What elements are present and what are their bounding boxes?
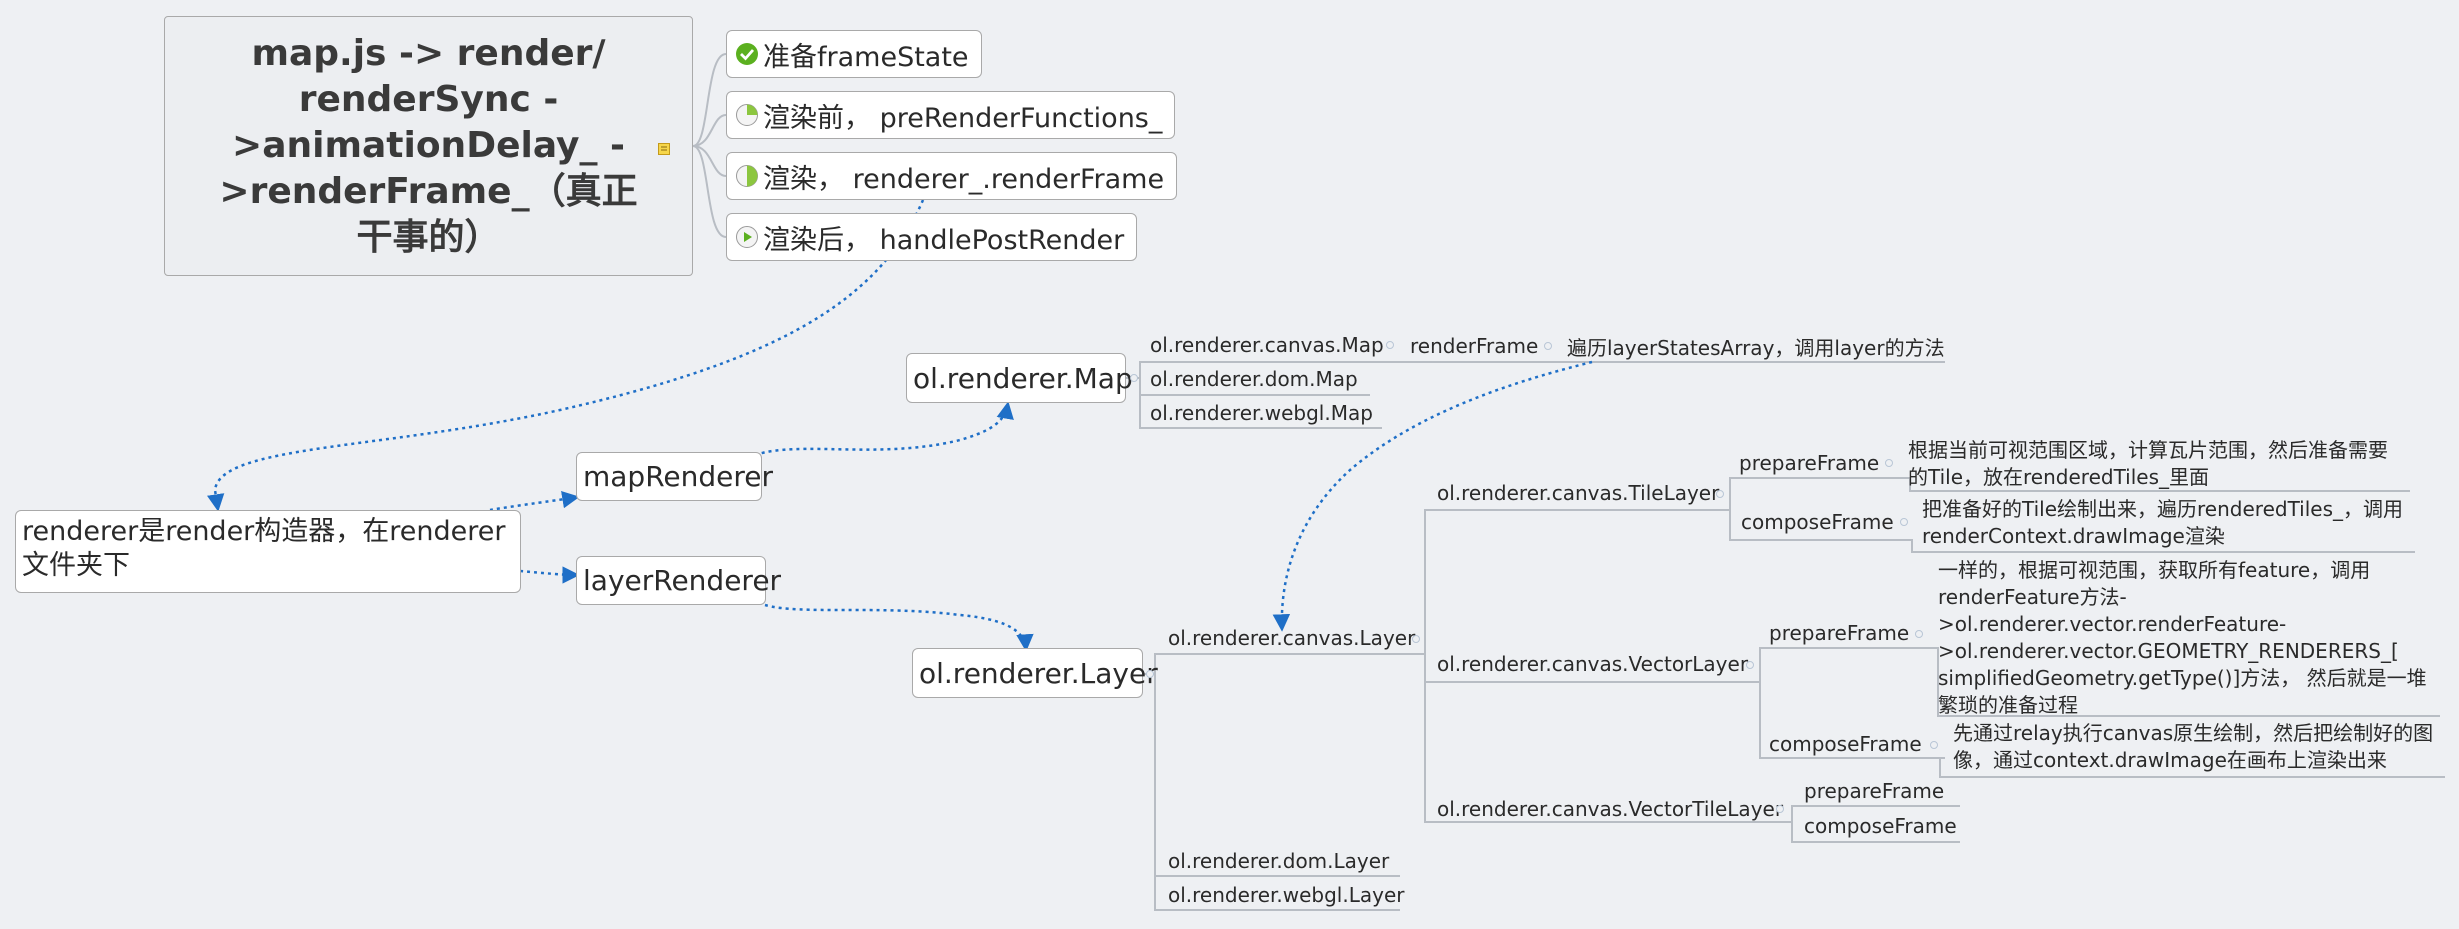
map-renderer-topic[interactable]: mapRenderer bbox=[576, 452, 773, 501]
tile-compose-desc: 把准备好的Tile绘制出来，遍历renderedTiles_，调用 render… bbox=[1922, 497, 2404, 548]
renderframe-to-renderer-relation bbox=[207, 199, 925, 512]
progress-quarter-icon bbox=[736, 104, 758, 126]
vector-tile-compose-label: composeFrame bbox=[1804, 814, 1957, 838]
collapse-toggle[interactable] bbox=[1412, 635, 1420, 643]
vector-compose-label: composeFrame bbox=[1769, 732, 1922, 756]
layer-renderer-topic[interactable]: layerRenderer bbox=[576, 556, 781, 605]
collapse-toggle[interactable] bbox=[1776, 805, 1784, 813]
collapse-toggle[interactable] bbox=[1130, 374, 1138, 382]
tile-prepare-desc: 根据当前可视范围区域，计算瓦片范围，然后准备需要 的Tile，放在rendere… bbox=[1908, 438, 2388, 489]
note-icon[interactable] bbox=[658, 140, 670, 155]
root-step-connector bbox=[692, 53, 727, 147]
ol-renderer-layer-topic[interactable]: ol.renderer.Layer bbox=[912, 648, 1158, 698]
vector-layer-label: ol.renderer.canvas.VectorLayer bbox=[1437, 652, 1749, 676]
render-frame-label: renderFrame bbox=[1410, 334, 1539, 358]
vector-compose-desc: 先通过relay执行canvas原生绘制，然后把绘制好的图 像，通过contex… bbox=[1953, 721, 2434, 772]
root-topic[interactable]: map.js -> render/ renderSync ->animation… bbox=[164, 16, 693, 276]
step-label: 渲染后， handlePostRender bbox=[763, 224, 1125, 256]
root-step-connector bbox=[692, 114, 727, 147]
collapse-toggle[interactable] bbox=[1746, 661, 1754, 669]
layer-renderer-label: layerRenderer bbox=[583, 564, 782, 597]
root-title: map.js -> render/ renderSync ->animation… bbox=[219, 33, 638, 258]
step-pre-render[interactable]: 渲染前， preRenderFunctions_ bbox=[726, 91, 1176, 139]
renderer-label: renderer是render构造器，在renderer文件夹下 bbox=[22, 516, 506, 581]
ol-renderer-layer-label: ol.renderer.Layer bbox=[919, 656, 1158, 690]
collapse-toggle[interactable] bbox=[1930, 741, 1938, 749]
collapse-toggle[interactable] bbox=[1716, 490, 1724, 498]
step-label: 渲染前， preRenderFunctions_ bbox=[763, 102, 1163, 134]
renderer-topic[interactable]: renderer是render构造器，在renderer文件夹下 bbox=[15, 510, 521, 593]
root-step-connector bbox=[692, 145, 727, 238]
collapse-toggle[interactable] bbox=[1885, 459, 1893, 467]
step-post-render[interactable]: 渲染后， handlePostRender bbox=[726, 213, 1138, 261]
dom-map-label: ol.renderer.dom.Map bbox=[1150, 367, 1358, 391]
canvas-layer-label: ol.renderer.canvas.Layer bbox=[1168, 626, 1416, 650]
progress-half-icon bbox=[736, 165, 758, 187]
tile-layer-label: ol.renderer.canvas.TileLayer bbox=[1437, 481, 1720, 505]
ol-renderer-map-topic[interactable]: ol.renderer.Map bbox=[906, 353, 1133, 403]
step-label: 渲染， renderer_.renderFrame bbox=[763, 163, 1165, 195]
vector-prepare-desc: 一样的，根据可视范围，获取所有feature，调用 renderFeature方… bbox=[1938, 558, 2427, 717]
webgl-layer-label: ol.renderer.webgl.Layer bbox=[1168, 883, 1405, 907]
step-render[interactable]: 渲染， renderer_.renderFrame bbox=[726, 152, 1178, 200]
ol-renderer-map-label: ol.renderer.Map bbox=[913, 361, 1133, 395]
renderer-to-layerrenderer-relation bbox=[519, 566, 580, 584]
play-icon bbox=[736, 226, 758, 248]
check-icon bbox=[736, 43, 758, 65]
step-label: 准备frameState bbox=[763, 41, 969, 73]
step-prepare-framestate[interactable]: 准备frameState bbox=[726, 30, 982, 78]
layerstates-to-canvaslayer-relation bbox=[1272, 360, 1593, 632]
render-frame-desc: 遍历layerStatesArray，调用layer的方法 bbox=[1567, 336, 1945, 360]
layerrenderer-to-layer-relation bbox=[764, 603, 1034, 652]
collapse-toggle[interactable] bbox=[1915, 630, 1923, 638]
canvas-map-label: ol.renderer.canvas.Map bbox=[1150, 333, 1384, 357]
renderer-to-maprenderer-relation bbox=[489, 490, 580, 512]
tile-prepare-label: prepareFrame bbox=[1739, 451, 1880, 475]
dom-layer-label: ol.renderer.dom.Layer bbox=[1168, 849, 1390, 873]
vector-tile-layer-label: ol.renderer.canvas.VectorTileLayer bbox=[1437, 797, 1784, 821]
vector-prepare-label: prepareFrame bbox=[1769, 621, 1910, 645]
collapse-toggle[interactable] bbox=[1386, 341, 1394, 349]
collapse-toggle[interactable] bbox=[1544, 342, 1552, 350]
collapse-toggle[interactable] bbox=[1146, 670, 1154, 678]
collapse-toggle[interactable] bbox=[1900, 518, 1908, 526]
vector-tile-prepare-label: prepareFrame bbox=[1804, 779, 1945, 803]
webgl-map-label: ol.renderer.webgl.Map bbox=[1150, 401, 1373, 425]
map-renderer-label: mapRenderer bbox=[583, 460, 774, 493]
tile-compose-label: composeFrame bbox=[1741, 510, 1894, 534]
maprenderer-to-map-relation bbox=[754, 401, 1014, 457]
